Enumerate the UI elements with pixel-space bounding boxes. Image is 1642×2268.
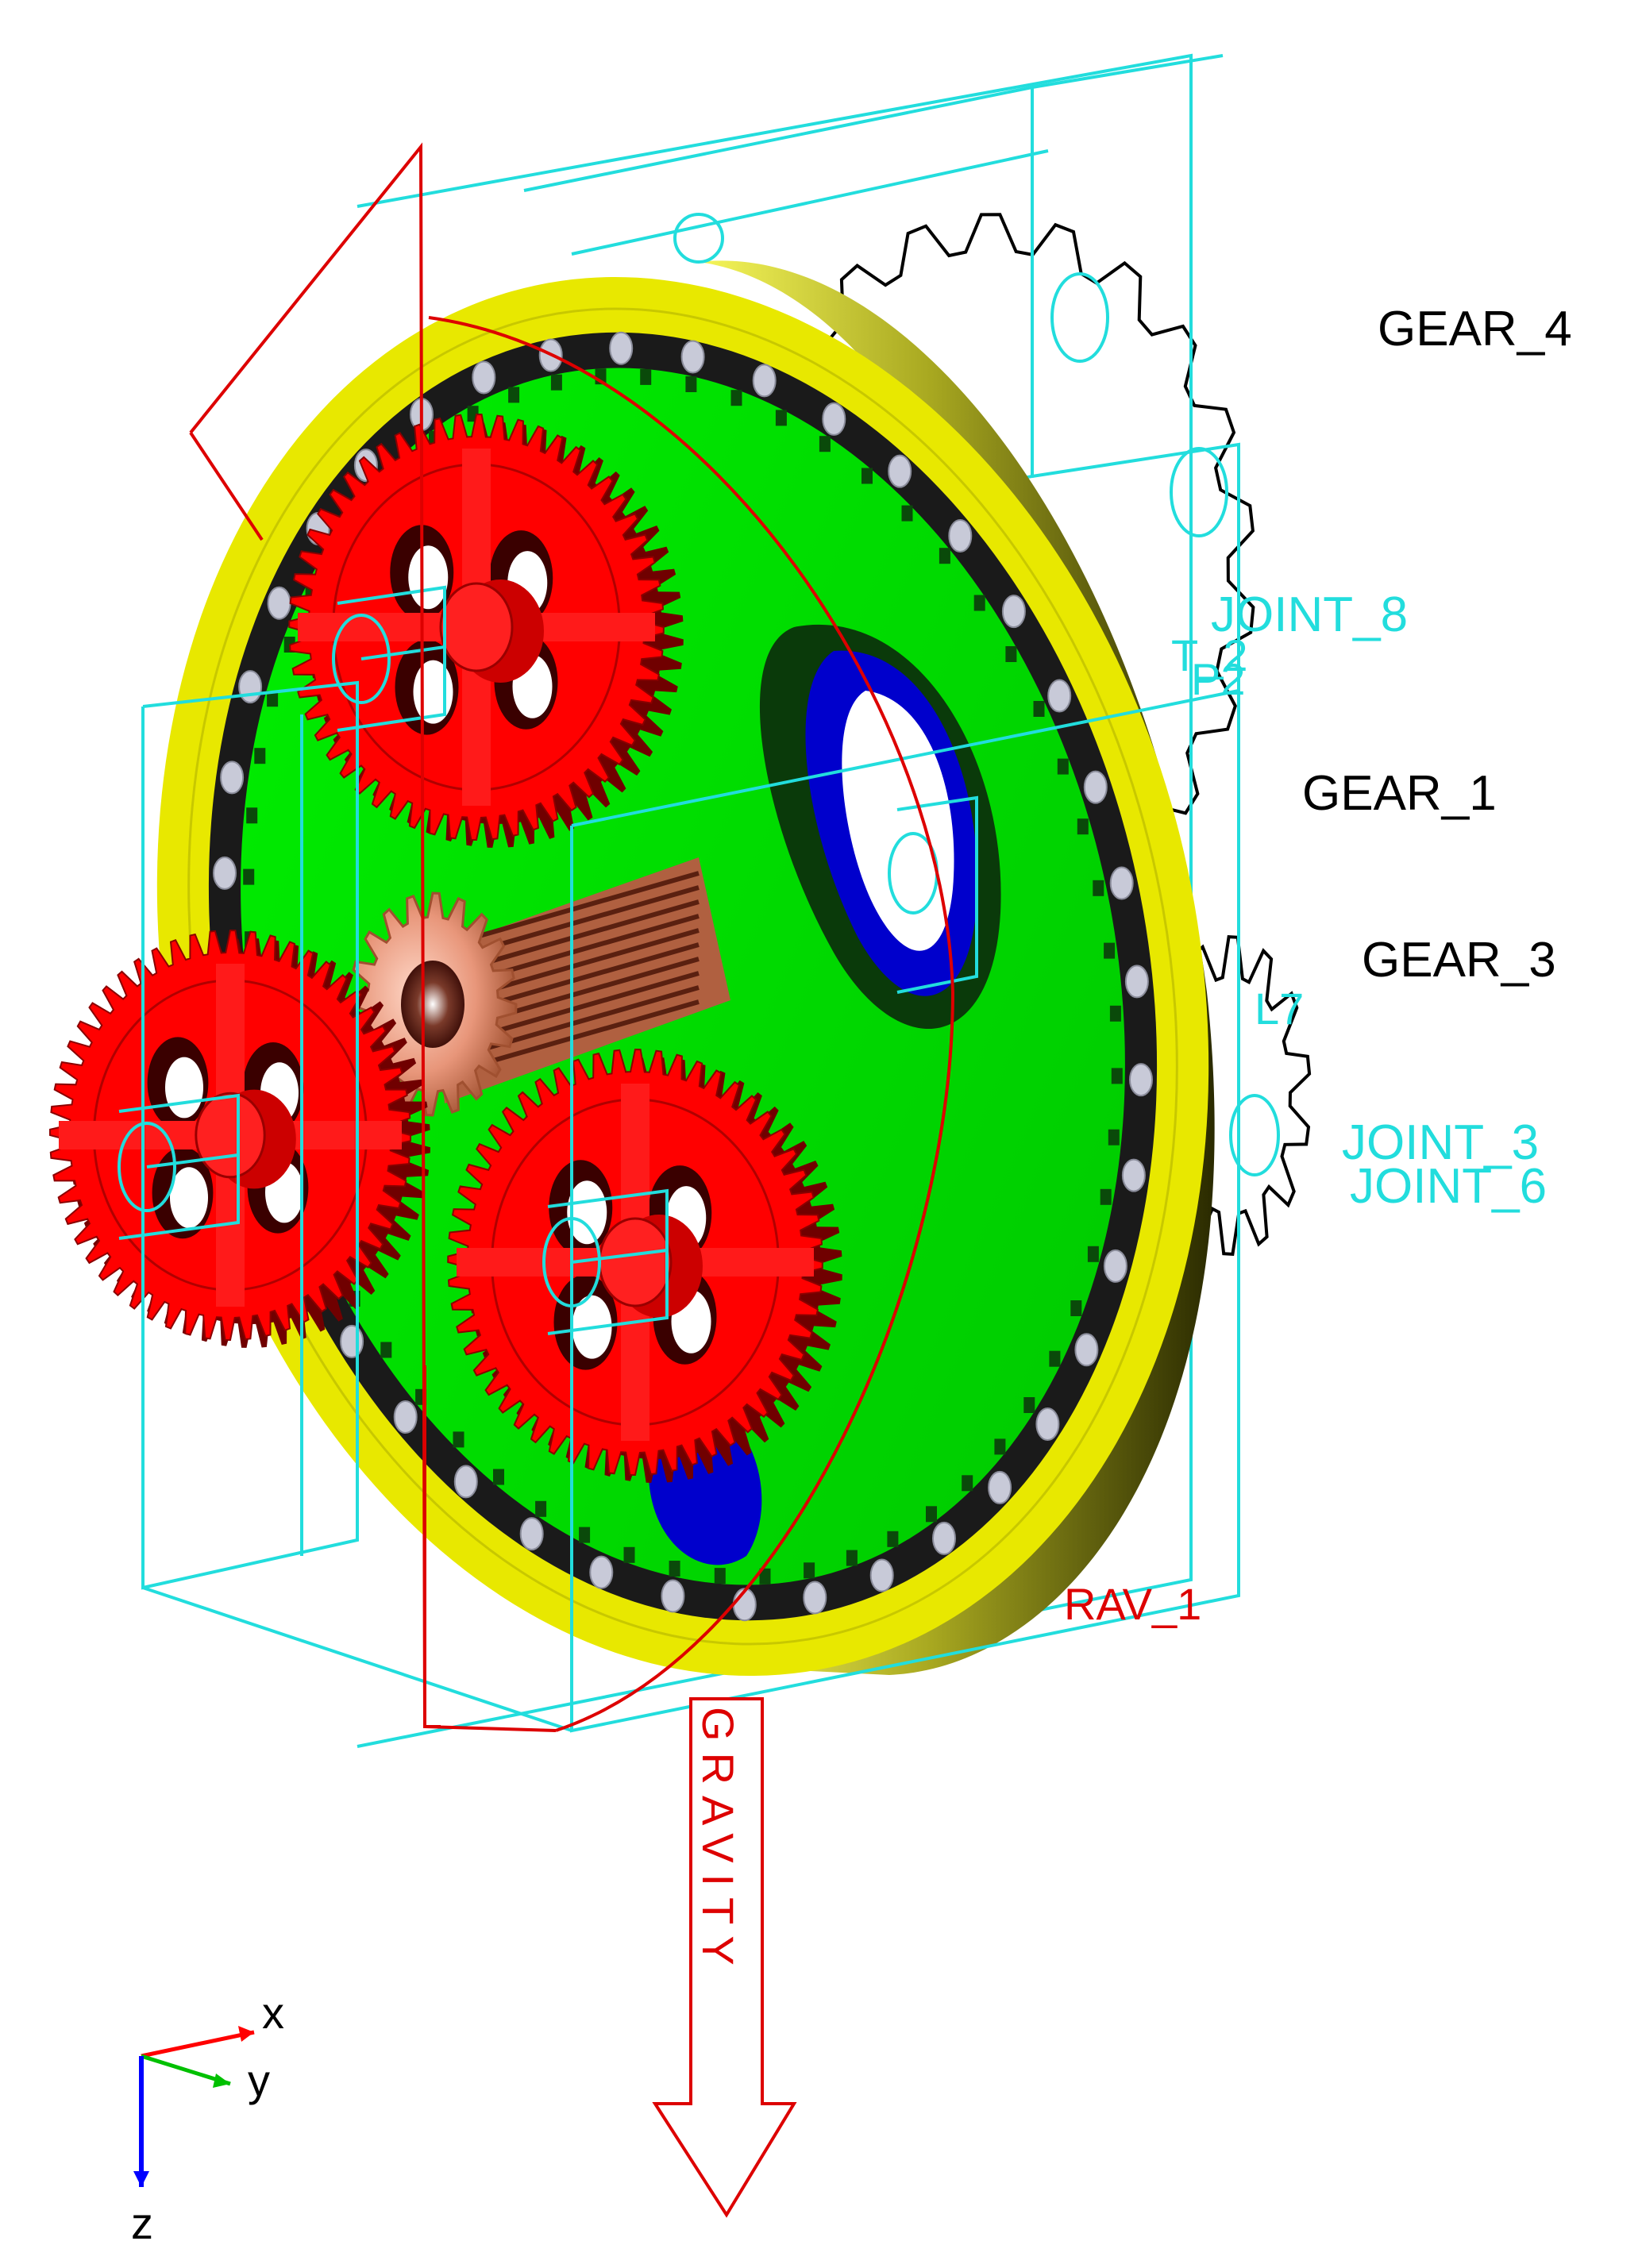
planet-gear-bottom[interactable] [447,1048,842,1483]
joint-t2-label[interactable]: T_2 [1171,630,1248,680]
joint-p2-label[interactable]: P2 [1191,654,1246,704]
carrier-teeth [243,368,1123,1585]
joint-l7-label[interactable]: L7 [1255,984,1304,1034]
planet-gear-top[interactable] [288,413,684,848]
joint-wireframe-front [118,213,1280,1733]
gravity-marker-outline [189,142,955,1732]
axis-y-label: y [248,2055,270,2105]
gravity-label: GRAVITY [693,1707,743,1977]
axis-z-label: z [131,2198,153,2248]
joint-3-label[interactable]: JOINT_3 [1342,1115,1539,1170]
gravity-marker-label: RAV_1 [1064,1579,1201,1629]
gravity-arrow [652,1697,797,2218]
gear-1-label[interactable]: GEAR_1 [1302,766,1497,821]
axis-triad [133,2026,255,2187]
gear-3-label[interactable]: GEAR_3 [1362,933,1556,988]
gear-4-label[interactable]: GEAR_4 [1378,302,1572,356]
planet-gear-left[interactable] [49,929,430,1348]
joint-6-label[interactable]: JOINT_6 [1350,1159,1547,1214]
axis-x-label: x [262,1988,284,2038]
joint-8-label[interactable]: JOINT_8 [1211,587,1408,642]
